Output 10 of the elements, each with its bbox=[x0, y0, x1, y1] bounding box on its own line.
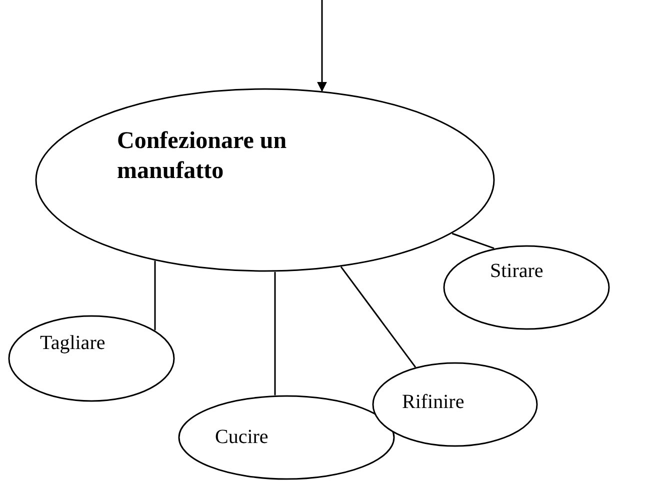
arrow bbox=[317, 0, 327, 92]
connector-line bbox=[154, 260, 156, 330]
node-label: Tagliare bbox=[40, 331, 106, 356]
connector-line bbox=[340, 266, 416, 368]
node-label: Cucire bbox=[215, 425, 270, 450]
node-label: Rifinire bbox=[402, 390, 466, 415]
node-label: Stirare bbox=[490, 259, 544, 284]
connector-line bbox=[452, 232, 494, 250]
node-label: Confezionare un manufatto bbox=[117, 127, 288, 186]
connector-line bbox=[274, 272, 276, 396]
